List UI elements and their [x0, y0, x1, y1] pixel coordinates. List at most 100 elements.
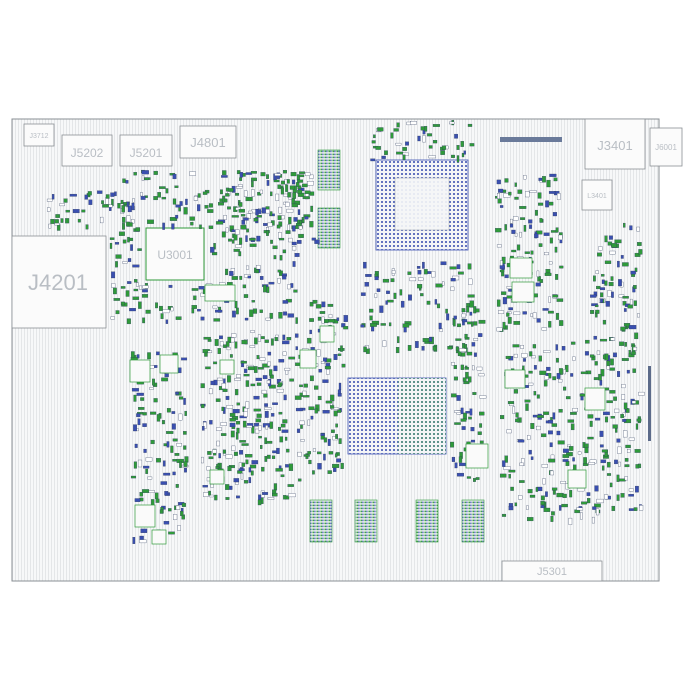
smd-part: [534, 233, 539, 238]
connector-j5202[interactable]: J5202: [61, 134, 113, 167]
smd-part: [295, 317, 298, 324]
smd-part: [523, 358, 526, 362]
chip-u3001[interactable]: U3001: [145, 227, 205, 281]
smd-part: [65, 218, 70, 224]
smd-part: [584, 443, 589, 448]
smd-part: [467, 321, 472, 325]
smd-part: [555, 357, 559, 363]
connector-j5301[interactable]: J5301: [501, 560, 603, 582]
smd-part: [245, 380, 250, 387]
smd-part: [547, 310, 554, 314]
smd-part: [343, 315, 348, 322]
smd-part: [390, 278, 395, 283]
smd-part: [309, 329, 312, 335]
smd-part: [533, 391, 537, 396]
smd-part: [369, 315, 373, 321]
smd-part: [287, 313, 294, 318]
smd-part: [111, 271, 116, 279]
smd-part: [636, 418, 642, 422]
connector-j4201[interactable]: J4201: [11, 235, 107, 329]
smd-part: [620, 255, 624, 259]
smd-part: [249, 309, 254, 317]
smd-part: [286, 448, 290, 453]
smd-part: [532, 312, 537, 319]
smd-part: [601, 279, 605, 284]
smd-part: [594, 503, 601, 508]
smd-part: [622, 262, 629, 267]
ic-package: [319, 325, 335, 343]
smd-part: [163, 472, 171, 476]
smd-part: [545, 200, 549, 208]
ic-package: [159, 354, 179, 374]
smd-part: [260, 172, 266, 177]
smd-part: [54, 222, 60, 226]
smd-part: [508, 503, 513, 507]
smd-part: [555, 274, 559, 280]
smd-part: [628, 325, 637, 330]
smd-part: [409, 277, 417, 282]
connector-j4801[interactable]: J4801: [179, 125, 237, 159]
smd-part: [256, 215, 262, 218]
smd-part: [363, 261, 367, 269]
connector-j5201[interactable]: J5201: [119, 134, 173, 167]
smd-part: [565, 461, 570, 466]
smd-part: [613, 352, 617, 358]
smd-part: [147, 219, 154, 224]
smd-part: [528, 449, 532, 455]
smd-part: [638, 391, 645, 396]
smd-part: [150, 411, 157, 415]
smd-part: [225, 268, 229, 276]
smd-part: [543, 232, 550, 236]
smd-part: [177, 525, 181, 531]
smd-part: [249, 238, 256, 241]
smd-part: [598, 246, 603, 251]
smd-part: [242, 284, 247, 289]
smd-part: [153, 170, 158, 175]
connector-j6001[interactable]: J6001: [649, 127, 683, 167]
smd-part: [556, 373, 561, 379]
smd-part: [184, 410, 187, 416]
smd-part: [151, 499, 155, 506]
smd-part: [468, 416, 472, 420]
smd-part: [115, 310, 120, 315]
smd-part: [322, 410, 330, 414]
chip-l3401[interactable]: L3401: [581, 179, 613, 211]
smd-part: [174, 185, 179, 188]
smd-part: [288, 237, 293, 243]
smd-part: [630, 270, 636, 275]
smd-part: [161, 377, 168, 382]
smd-part: [473, 478, 476, 482]
smd-part: [450, 441, 455, 448]
smd-part: [133, 394, 137, 402]
smd-part: [231, 445, 236, 451]
smd-part: [122, 239, 127, 244]
smd-part: [282, 275, 287, 280]
smd-part: [625, 444, 631, 449]
soc-bga-top[interactable]: [375, 159, 469, 251]
smd-part: [159, 305, 163, 311]
smd-part: [183, 207, 188, 215]
connector-j3712[interactable]: J3712: [23, 123, 55, 147]
smd-part: [591, 303, 598, 307]
smd-part: [589, 420, 593, 427]
smd-part: [402, 323, 410, 328]
smd-part: [171, 423, 176, 430]
smd-part: [595, 309, 600, 314]
smd-part: [248, 477, 252, 484]
smd-part: [175, 316, 182, 320]
smd-part: [235, 420, 241, 425]
smd-part: [599, 380, 603, 386]
smd-part: [136, 354, 140, 359]
smd-part: [509, 223, 514, 228]
smd-part: [424, 126, 428, 132]
processor-bga-center[interactable]: [347, 377, 447, 455]
smd-part: [499, 205, 504, 208]
smd-part: [615, 428, 618, 433]
smd-part: [504, 224, 507, 231]
smd-part: [623, 402, 628, 410]
smd-part: [549, 470, 554, 476]
smd-part: [269, 211, 273, 216]
smd-part: [229, 412, 236, 417]
smd-part: [141, 175, 145, 181]
connector-j3401[interactable]: J3401: [584, 118, 646, 170]
